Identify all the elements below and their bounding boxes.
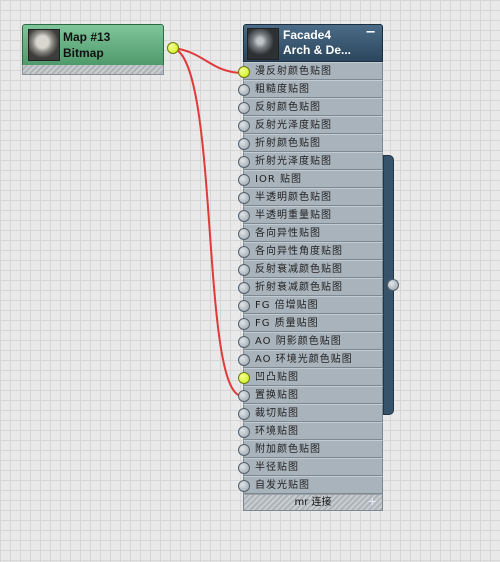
material-thumbnail: [247, 28, 279, 60]
slot-input-port[interactable]: [238, 372, 250, 384]
bitmap-node-header[interactable]: Map #13 Bitmap: [22, 24, 164, 66]
bitmap-thumbnail: [28, 29, 60, 61]
bitmap-output-port[interactable]: [167, 42, 179, 54]
slot-label: 反射衰减颜色贴图: [255, 264, 343, 275]
slot-input-port[interactable]: [238, 480, 250, 492]
slot-label: 裁切贴图: [255, 408, 299, 419]
slot-label: 半透明颜色贴图: [255, 192, 332, 203]
material-node-title: Facade4: [283, 28, 332, 42]
material-slot[interactable]: 各向异性贴图: [238, 224, 383, 242]
material-node-footer[interactable]: mr 连接 +: [243, 494, 383, 511]
wire-to-diffuse[interactable]: [172, 47, 243, 74]
slot-label: AO 环境光颜色贴图: [255, 354, 353, 365]
material-slot[interactable]: 漫反射颜色贴图: [238, 62, 383, 80]
slot-input-port[interactable]: [238, 84, 250, 96]
slot-label: 附加颜色贴图: [255, 444, 321, 455]
slot-input-port[interactable]: [238, 246, 250, 258]
material-slot[interactable]: 附加颜色贴图: [238, 440, 383, 458]
slot-label: 粗糙度贴图: [255, 84, 310, 95]
slot-label: 反射颜色贴图: [255, 102, 321, 113]
slot-input-port[interactable]: [238, 228, 250, 240]
slot-input-port[interactable]: [238, 264, 250, 276]
slot-input-port[interactable]: [238, 300, 250, 312]
slot-label: 环境贴图: [255, 426, 299, 437]
material-node-subtitle: Arch & De...: [283, 43, 352, 57]
slot-input-port[interactable]: [238, 318, 250, 330]
slot-input-port[interactable]: [238, 138, 250, 150]
slot-label: 折射光泽度贴图: [255, 156, 332, 167]
slot-label: 凹凸贴图: [255, 372, 299, 383]
material-node[interactable]: Facade4 Arch & De... − 漫反射颜色贴图粗糙度贴图反射颜色贴…: [238, 24, 383, 511]
material-slot[interactable]: AO 阴影颜色贴图: [238, 332, 383, 350]
material-slot[interactable]: 自发光贴图: [238, 476, 383, 494]
material-slot[interactable]: 反射光泽度贴图: [238, 116, 383, 134]
material-slot[interactable]: 粗糙度贴图: [238, 80, 383, 98]
material-slot[interactable]: 半透明重量贴图: [238, 206, 383, 224]
material-slot-list: 漫反射颜色贴图粗糙度贴图反射颜色贴图反射光泽度贴图折射颜色贴图折射光泽度贴图 IO…: [238, 62, 383, 494]
slot-input-port[interactable]: [238, 336, 250, 348]
material-slot[interactable]: 折射衰减颜色贴图: [238, 278, 383, 296]
material-slot[interactable]: 置换贴图: [238, 386, 383, 404]
slot-label: AO 阴影颜色贴图: [255, 336, 342, 347]
collapse-button[interactable]: −: [365, 25, 376, 40]
material-slot[interactable]: 反射衰减颜色贴图: [238, 260, 383, 278]
material-slot[interactable]: 裁切贴图: [238, 404, 383, 422]
material-output-port[interactable]: [387, 279, 399, 291]
material-slot[interactable]: IOR 贴图: [238, 170, 383, 188]
material-slot[interactable]: 环境贴图: [238, 422, 383, 440]
slot-label: 置换贴图: [255, 390, 299, 401]
material-slot[interactable]: 凹凸贴图: [238, 368, 383, 386]
material-slot[interactable]: 各向异性角度贴图: [238, 242, 383, 260]
slot-label: 半径贴图: [255, 462, 299, 473]
slot-label: 漫反射颜色贴图: [255, 66, 332, 77]
slot-input-port[interactable]: [238, 408, 250, 420]
slot-input-port[interactable]: [238, 444, 250, 456]
material-slot[interactable]: AO 环境光颜色贴图: [238, 350, 383, 368]
slot-input-port[interactable]: [238, 210, 250, 222]
material-slot[interactable]: 折射光泽度贴图: [238, 152, 383, 170]
slot-input-port[interactable]: [238, 120, 250, 132]
bitmap-node-subtitle: Bitmap: [63, 46, 104, 60]
slot-input-port[interactable]: [238, 156, 250, 168]
slot-input-port[interactable]: [238, 462, 250, 474]
slot-label: 各向异性贴图: [255, 228, 321, 239]
slot-input-port[interactable]: [238, 426, 250, 438]
bitmap-node-title: Map #13: [63, 30, 111, 44]
slot-input-port[interactable]: [238, 192, 250, 204]
material-slot[interactable]: FG 倍增贴图: [238, 296, 383, 314]
slot-input-port[interactable]: [238, 282, 250, 294]
slot-input-port[interactable]: [238, 390, 250, 402]
slot-label: 折射衰减颜色贴图: [255, 282, 343, 293]
footer-label: mr 连接: [294, 497, 332, 508]
slot-input-port[interactable]: [238, 354, 250, 366]
slot-input-port[interactable]: [238, 174, 250, 186]
slot-label: IOR 贴图: [255, 174, 302, 185]
slot-label: FG 倍增贴图: [255, 300, 319, 311]
material-slot[interactable]: 半透明颜色贴图: [238, 188, 383, 206]
bitmap-node-footer: [22, 65, 164, 75]
slot-label: 各向异性角度贴图: [255, 246, 343, 257]
slot-label: 半透明重量贴图: [255, 210, 332, 221]
wire-to-bump[interactable]: [172, 47, 243, 397]
slot-label: 折射颜色贴图: [255, 138, 321, 149]
material-slot[interactable]: 折射颜色贴图: [238, 134, 383, 152]
bitmap-node[interactable]: Map #13 Bitmap: [22, 24, 179, 76]
material-slot[interactable]: FG 质量贴图: [238, 314, 383, 332]
material-node-header[interactable]: Facade4 Arch & De... −: [243, 24, 383, 62]
slot-label: 自发光贴图: [255, 480, 310, 491]
slot-input-port[interactable]: [238, 66, 250, 78]
slot-label: FG 质量贴图: [255, 318, 319, 329]
material-slot[interactable]: 半径贴图: [238, 458, 383, 476]
material-slot[interactable]: 反射颜色贴图: [238, 98, 383, 116]
slot-input-port[interactable]: [238, 102, 250, 114]
expand-plus-icon[interactable]: +: [367, 495, 377, 508]
slot-label: 反射光泽度贴图: [255, 120, 332, 131]
